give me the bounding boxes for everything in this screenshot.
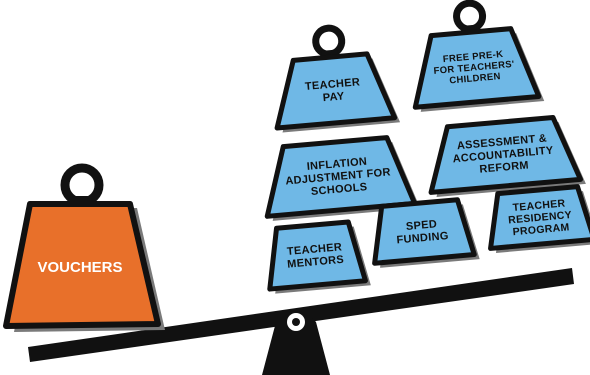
weight-body <box>267 219 368 292</box>
weight-label-line: TEACHER <box>304 76 360 93</box>
weight-label-line: RESIDENCY <box>508 209 573 227</box>
weight-body <box>428 115 584 195</box>
weight-label-line: SPED <box>405 218 437 233</box>
weight-label-line: PAY <box>322 90 345 104</box>
voucher-label: VOUCHERS <box>37 259 122 276</box>
weight-label-line: FREE PRE-K <box>442 49 503 65</box>
weight-label-line: INFLATION <box>306 156 367 173</box>
weight-body <box>274 51 398 131</box>
voucher-weight: VOUCHERS <box>3 163 165 332</box>
weight-label-line: PROGRAM <box>512 221 570 238</box>
weight-label-line: FUNDING <box>396 230 449 247</box>
weight-label-line: TEACHER <box>286 241 342 258</box>
weight-body <box>488 184 590 251</box>
weight-label-line: REFORM <box>479 159 529 175</box>
weight-label-line: CHILDREN <box>449 71 501 86</box>
weight-label-line: MENTORS <box>287 254 345 271</box>
weight-body <box>412 26 542 110</box>
weight-body <box>372 197 477 266</box>
weight-label-line: SCHOOLS <box>311 181 368 198</box>
seesaw-fulcrum <box>262 311 330 375</box>
weight-label-line: TEACHER <box>512 197 566 214</box>
